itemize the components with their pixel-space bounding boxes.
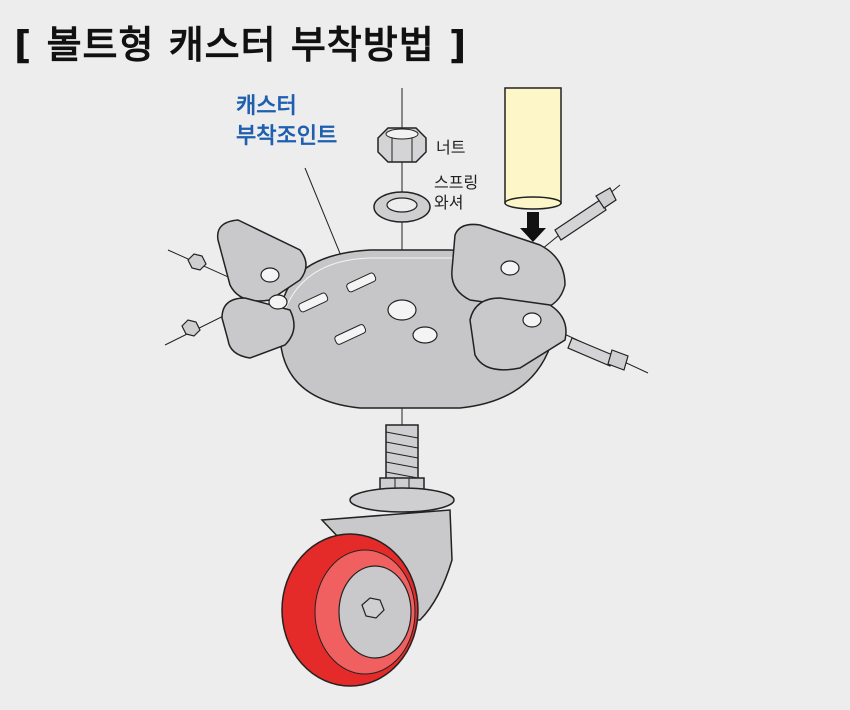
nut-icon [377, 127, 427, 163]
left-clamp-lower [221, 294, 295, 359]
axle-nut-icon [361, 597, 385, 619]
threaded-stem [385, 424, 419, 481]
caster-joint-label-line1: 캐스터 [236, 94, 297, 119]
down-arrow-icon [520, 212, 546, 242]
nut-label: 너트 [436, 138, 466, 157]
right-bolt-upper [554, 187, 617, 241]
caster-joint-label: 캐스터 부착조인트 [236, 92, 337, 152]
right-bolt-lower [567, 337, 629, 371]
left-small-nut-upper [187, 253, 207, 271]
right-clamp-upper [451, 223, 566, 311]
pipe [504, 87, 562, 210]
caster-top-disc [349, 487, 455, 513]
spring-washer-label-line2: 와셔 [434, 193, 464, 212]
spring-washer-icon [373, 191, 431, 223]
page-title: [ 볼트형 캐스터 부착방법 ] [14, 23, 468, 67]
spring-washer-label-line1: 스프링 [434, 173, 479, 192]
left-small-nut-lower [181, 319, 201, 337]
spring-washer-label: 스프링 와셔 [434, 173, 478, 213]
caster-joint-label-line2: 부착조인트 [236, 124, 338, 149]
right-clamp-lower [469, 297, 567, 371]
caster-wheel [281, 533, 419, 687]
